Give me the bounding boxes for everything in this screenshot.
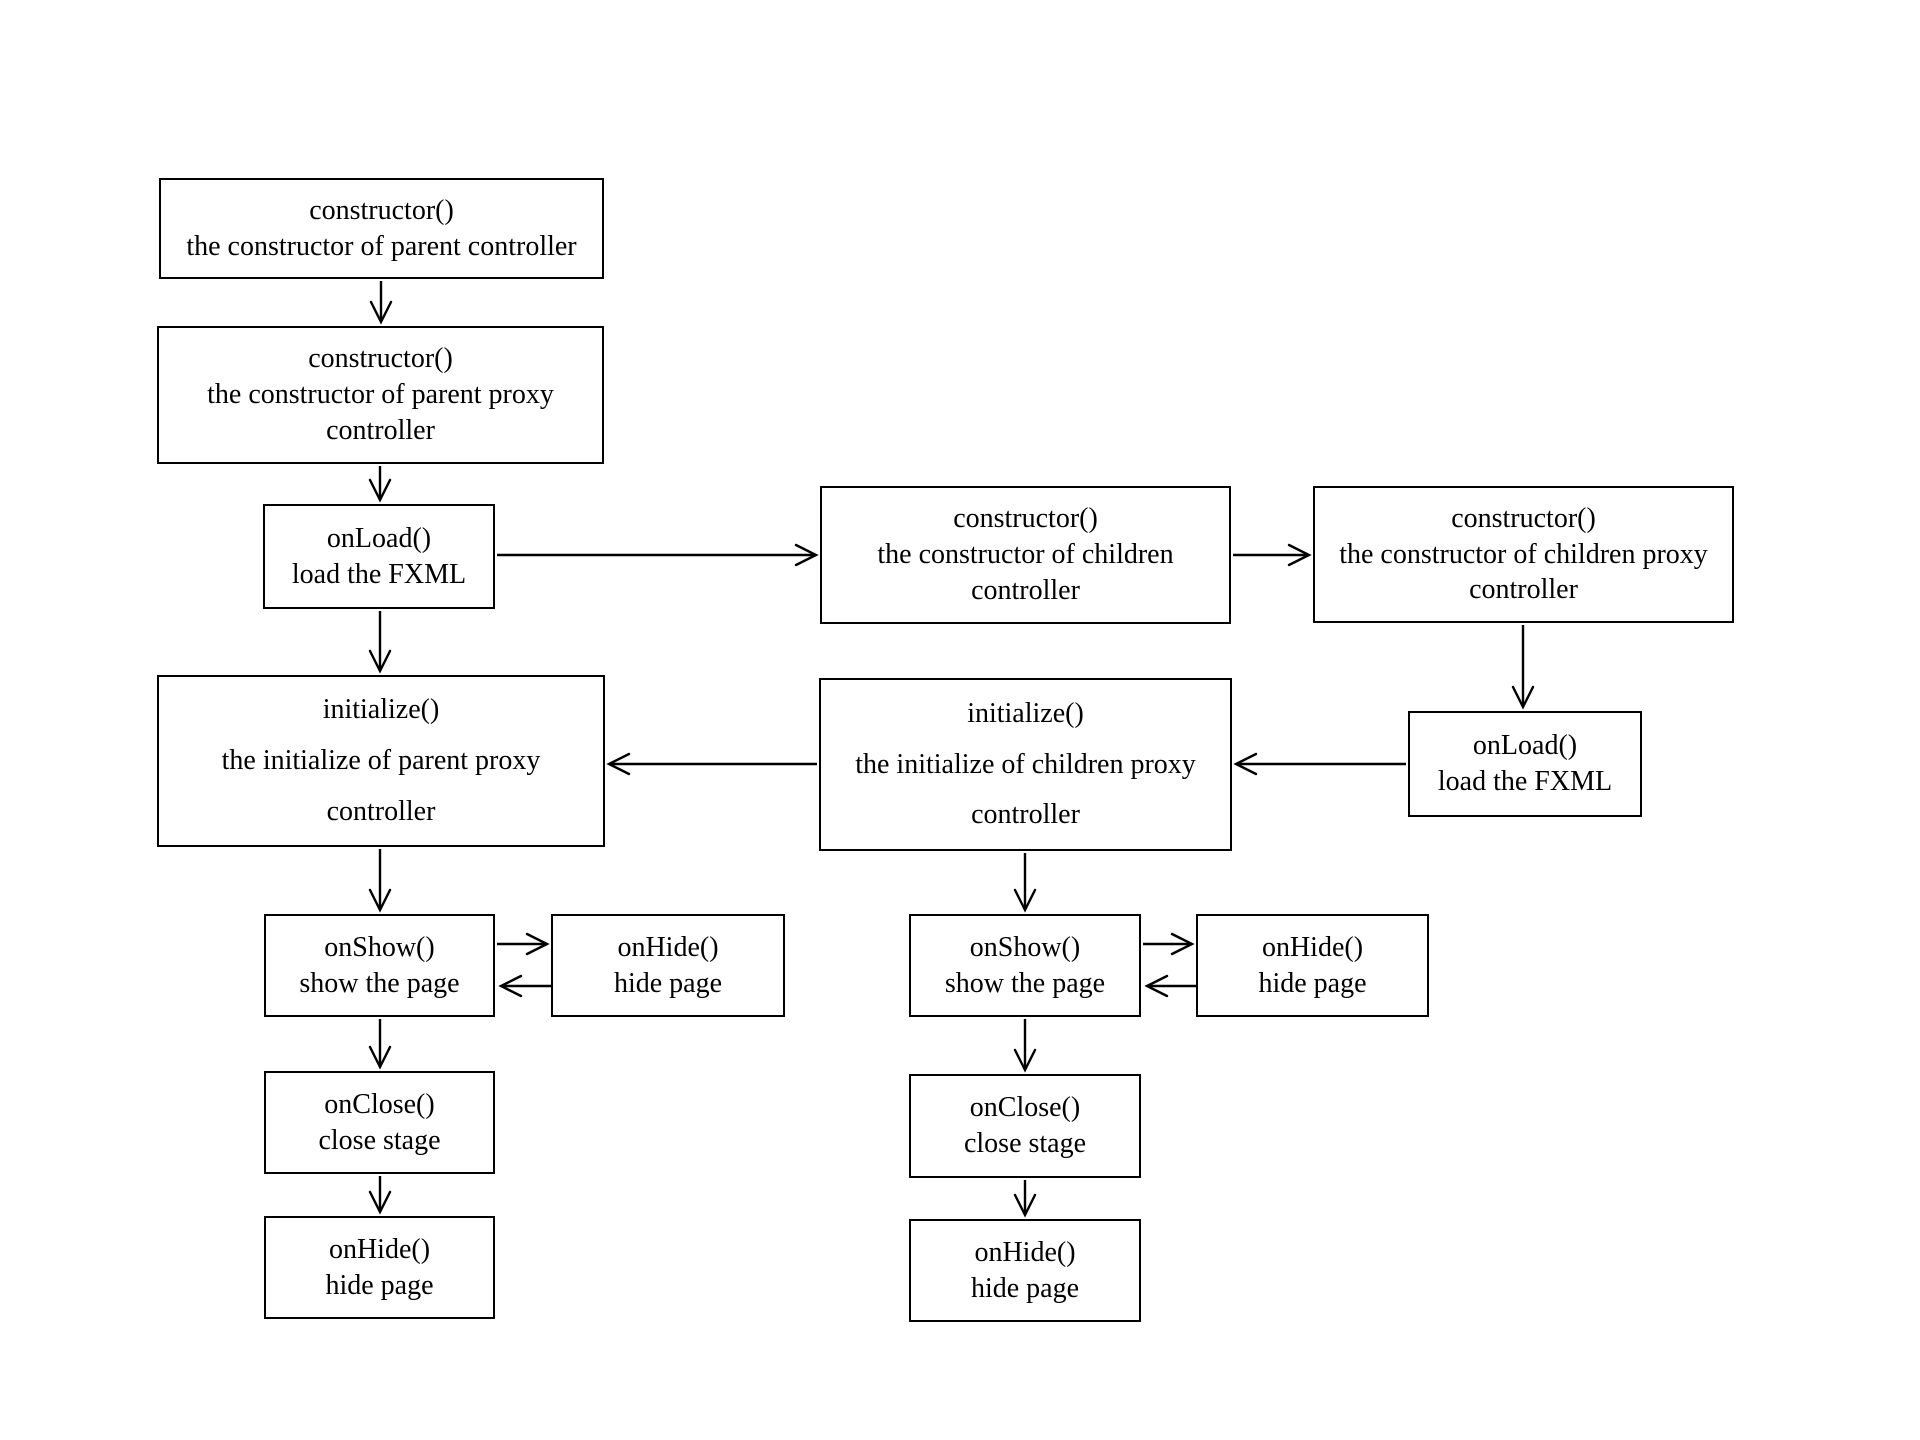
node-onclose-parent-line-0: onClose() [324, 1088, 435, 1120]
node-onshow-children: onShow() show the page [909, 914, 1141, 1017]
node-children-proxy-constructor-line-1: the constructor of children proxy [1339, 538, 1708, 570]
node-onhide-parent-mid-line-1: hide page [613, 967, 723, 999]
node-onclose-children-line-1: close stage [963, 1128, 1087, 1159]
node-onhide-children-bottom-line-0: onHide() [974, 1236, 1076, 1268]
node-onhide-parent-mid-line-0: onHide() [617, 931, 719, 963]
node-onload-parent-line-0: onLoad() [326, 522, 432, 554]
edges-group [368, 281, 1535, 1218]
node-onhide-parent-bottom-line-0: onHide() [328, 1233, 431, 1265]
node-children-constructor-line-2: controller [971, 574, 1080, 606]
node-children-proxy-constructor-line-2: controller [1469, 574, 1578, 606]
node-children-constructor: constructor() the constructor of children… [820, 486, 1231, 624]
node-onclose-parent-line-1: close stage [318, 1124, 441, 1156]
node-onhide-children-bottom-line-1: hide page [970, 1272, 1080, 1304]
node-parent-proxy-constructor-line-2: controller [326, 414, 435, 446]
node-children-proxy-constructor-line-0: constructor() [1451, 502, 1596, 534]
node-initialize-children-proxy-line-1: the initialize of children proxy [855, 748, 1196, 780]
node-parent-constructor-line-1: the constructor of parent controller [186, 230, 577, 262]
node-initialize-children-proxy: initialize() the initialize of children p… [819, 678, 1232, 851]
node-initialize-parent-proxy-line-0: initialize() [322, 694, 440, 726]
node-children-constructor-line-1: the constructor of children [877, 539, 1174, 571]
node-initialize-parent-proxy-line-2: controller [326, 795, 436, 827]
node-initialize-parent-proxy-line-1: the initialize of parent proxy [221, 745, 541, 777]
node-onhide-parent-mid: onHide() hide page [551, 914, 785, 1017]
node-parent-constructor: constructor() the constructor of parent c… [159, 178, 604, 279]
node-onclose-parent: onClose() close stage [264, 1071, 495, 1174]
node-onhide-children-mid-line-0: onHide() [1261, 931, 1364, 963]
node-onhide-parent-bottom-line-1: hide page [325, 1269, 434, 1301]
node-onshow-parent: onShow() show the page [264, 914, 495, 1017]
node-initialize-parent-proxy: initialize() the initialize of parent pro… [157, 675, 605, 847]
node-onload-parent: onLoad() load the FXML [263, 504, 495, 609]
node-onclose-children-line-0: onClose() [969, 1092, 1081, 1124]
node-onhide-children-mid-line-1: hide page [1258, 967, 1367, 999]
node-onload-children-line-1: load the FXML [1437, 766, 1613, 797]
node-onload-children: onLoad() load the FXML [1408, 711, 1642, 817]
node-onhide-children-bottom: onHide() hide page [909, 1219, 1141, 1322]
node-onload-children-line-0: onLoad() [1472, 730, 1578, 762]
node-onshow-parent-line-0: onShow() [324, 931, 435, 963]
node-initialize-children-proxy-line-0: initialize() [967, 697, 1084, 729]
node-parent-constructor-line-0: constructor() [309, 194, 454, 226]
node-onhide-children-mid: onHide() hide page [1196, 914, 1429, 1017]
node-parent-proxy-constructor-line-1: the constructor of parent proxy [207, 379, 554, 411]
node-parent-proxy-constructor-line-0: constructor() [308, 343, 453, 375]
node-onshow-parent-line-1: show the page [299, 967, 460, 999]
node-onclose-children: onClose() close stage [909, 1074, 1141, 1178]
node-onhide-parent-bottom: onHide() hide page [264, 1216, 495, 1319]
node-initialize-children-proxy-line-2: controller [971, 799, 1080, 831]
node-parent-proxy-constructor: constructor() the constructor of parent p… [157, 326, 604, 464]
node-onload-parent-line-1: load the FXML [291, 558, 467, 590]
node-children-proxy-constructor: constructor() the constructor of children… [1313, 486, 1734, 623]
node-children-constructor-line-0: constructor() [953, 503, 1098, 535]
node-onshow-children-line-0: onShow() [969, 931, 1081, 963]
node-onshow-children-line-1: show the page [944, 967, 1106, 999]
